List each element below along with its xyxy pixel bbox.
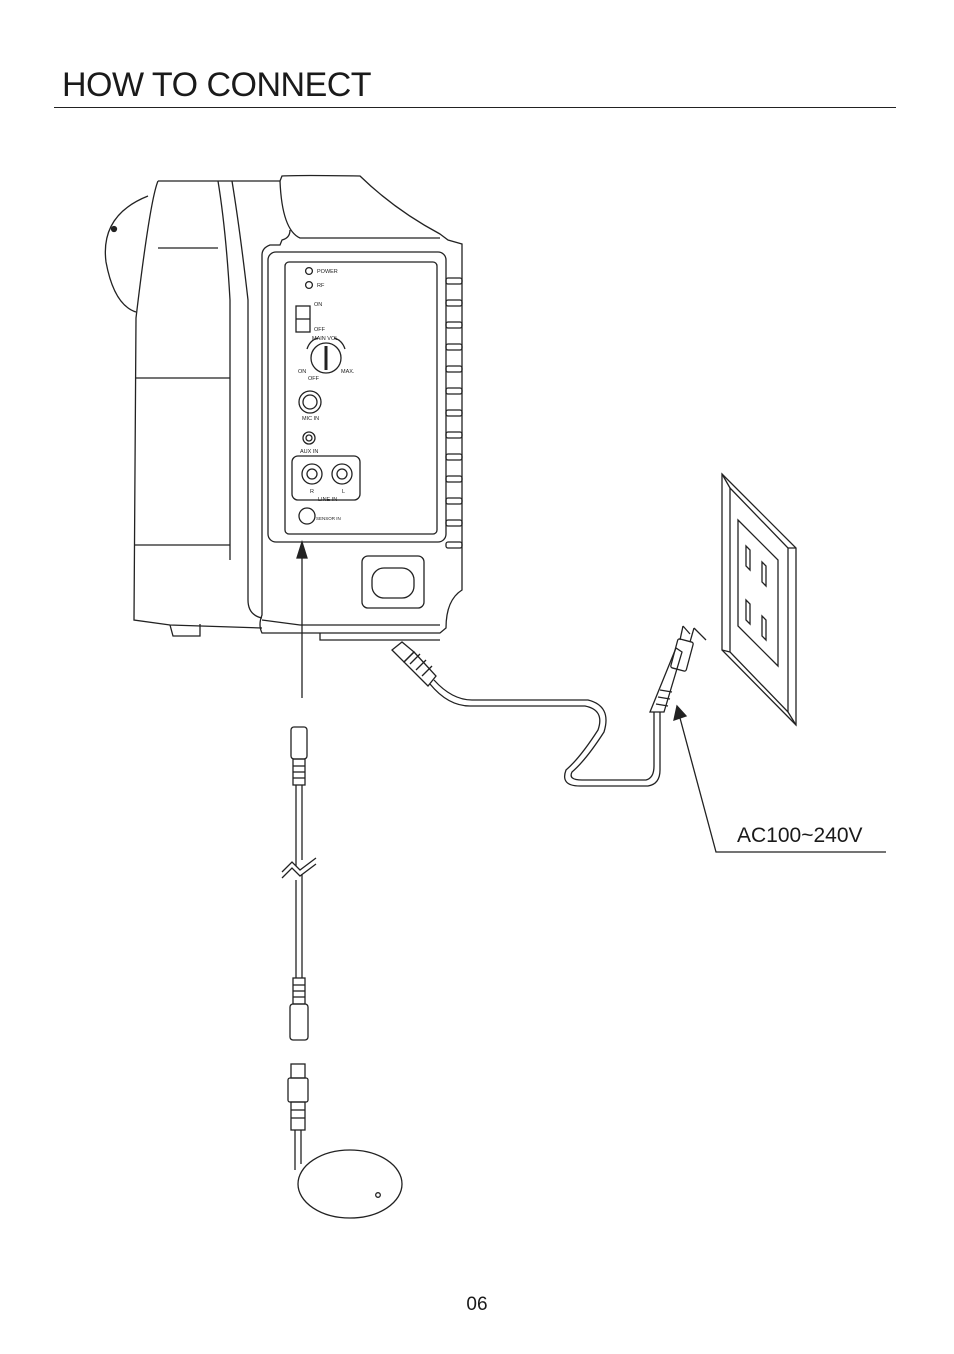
- sensor-cable-icon: [281, 726, 317, 1041]
- knob-max-label: MAX.: [341, 369, 355, 375]
- knob-on-label: ON: [298, 369, 306, 375]
- title-divider: [54, 107, 896, 108]
- panel-power-label: POWER: [317, 269, 338, 275]
- wall-outlet-icon: [721, 472, 797, 727]
- switch-on-label: ON: [314, 302, 322, 308]
- page-number: 06: [466, 1294, 488, 1315]
- line-in-label: LINE IN: [318, 497, 337, 503]
- mic-in-label: MIC IN: [302, 416, 319, 422]
- sensor-arrow: [296, 539, 308, 698]
- line-r-label: R: [310, 489, 314, 495]
- knob-off-label: OFF: [308, 376, 320, 382]
- page-title: HOW TO CONNECT: [62, 66, 372, 104]
- sensor-pad-icon: [287, 1063, 403, 1219]
- panel-rf-label: RF: [317, 283, 325, 289]
- sensor-in-label: SENSOR IN: [316, 516, 341, 521]
- line-l-label: L: [342, 489, 345, 495]
- aux-in-label: AUX IN: [300, 449, 318, 455]
- main-vol-label: MAIN VOL.: [312, 336, 340, 342]
- power-cord-icon: [391, 625, 707, 787]
- switch-off-label: OFF: [314, 327, 326, 333]
- speaker-unit-icon: [104, 174, 463, 641]
- voltage-leader: [673, 704, 886, 853]
- voltage-label: AC100~240V: [737, 824, 863, 847]
